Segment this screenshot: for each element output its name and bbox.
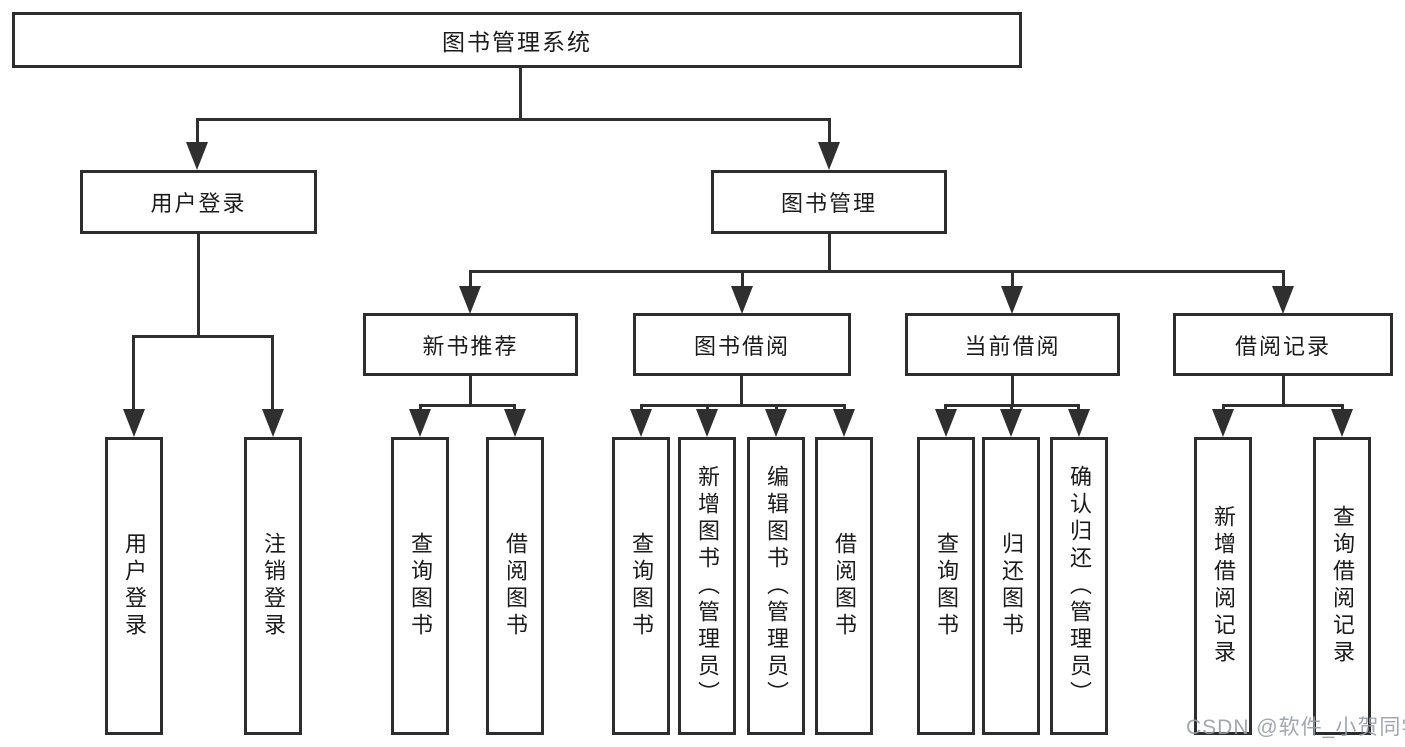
connector-vline [1010,404,1013,412]
leaf-label: 确认归还（管理员） [1067,464,1092,708]
connector-hline [640,404,845,407]
node-label: 当前借阅 [964,333,1061,359]
connector-vline [469,270,472,290]
leaf-query-books-1: 查询图书 [391,437,449,735]
connector-vline [1282,375,1285,406]
arrow-down-icon [696,409,718,437]
node-label: 图书借阅 [693,333,790,359]
leaf-label: 编辑图书（管理员） [764,464,789,708]
leaf-add-books-admin: 新增图书（管理员） [678,437,736,735]
arrow-down-icon [409,409,431,437]
leaf-label: 借阅图书 [503,532,528,640]
connector-vline [1341,404,1344,412]
leaf-label: 查询图书 [408,532,433,640]
node-current-borrowing: 当前借阅 [905,313,1120,376]
arrow-down-icon [731,286,753,314]
connector-vline [1011,270,1014,290]
arrow-down-icon [935,409,957,437]
connector-vline [271,335,274,410]
connector-hline [132,335,274,338]
arrow-down-icon [765,409,787,437]
connector-vline [513,404,516,412]
arrow-down-icon [459,286,481,314]
connector-vline [640,404,643,412]
arrow-down-icon [1000,409,1022,437]
connector-hline [1222,404,1343,407]
arrow-down-icon [818,142,840,170]
leaf-query-borrow-record: 查询借阅记录 [1313,437,1371,735]
leaf-query-books-2: 查询图书 [612,437,670,735]
arrow-down-icon [123,409,145,437]
leaf-label: 归还图书 [999,532,1024,640]
node-book-management: 图书管理 [711,170,947,234]
arrow-down-icon [1272,286,1294,314]
leaf-add-borrow-record: 新增借阅记录 [1194,437,1252,735]
node-new-book-recommend: 新书推荐 [363,313,578,376]
connector-vline [469,375,472,406]
connector-vline [828,118,831,146]
leaf-query-books-3: 查询图书 [917,437,975,735]
connector-vline [706,404,709,412]
connector-vline [740,375,743,406]
leaf-return-books: 归还图书 [982,437,1040,735]
node-label: 用户登录 [150,191,247,216]
arrow-down-icon [1331,409,1353,437]
leaf-label: 新增借阅记录 [1211,505,1236,667]
watermark: CSDN @软件_小贺同学 [1186,716,1405,739]
node-user-login: 用户登录 [80,170,317,234]
connector-vline [843,404,846,412]
leaf-label: 注销登录 [261,532,286,640]
leaf-logout: 注销登录 [244,437,302,735]
leaf-label: 用户登录 [122,532,147,640]
arrow-down-icon [630,409,652,437]
connector-vline [197,233,200,337]
leaf-label: 查询图书 [629,532,654,640]
node-root: 图书管理系统 [12,12,1022,68]
connector-vline [519,67,522,119]
node-borrow-records: 借阅记录 [1173,313,1393,376]
leaf-user-login: 用户登录 [105,437,163,735]
node-label: 借阅记录 [1234,333,1331,359]
connector-hline [419,404,516,407]
arrow-down-icon [1212,409,1234,437]
connector-vline [132,335,135,410]
leaf-edit-books-admin: 编辑图书（管理员） [747,437,805,735]
connector-vline [944,404,947,412]
connector-vline [1222,404,1225,412]
connector-vline [1077,404,1080,412]
node-label: 新书推荐 [422,333,519,359]
connector-vline [1011,375,1014,406]
leaf-borrow-books-1: 借阅图书 [486,437,544,735]
arrow-down-icon [186,142,208,170]
leaf-confirm-return-admin: 确认归还（管理员） [1050,437,1108,735]
connector-vline [196,118,199,146]
leaf-label: 新增图书（管理员） [695,464,720,708]
connector-hline [196,118,831,121]
node-root-label: 图书管理系统 [442,29,592,55]
connector-vline [775,404,778,412]
connector-vline [828,233,831,272]
arrow-down-icon [833,409,855,437]
leaf-label: 借阅图书 [832,532,857,640]
node-label: 图书管理 [780,191,877,216]
connector-vline [419,404,422,412]
arrow-down-icon [1068,409,1090,437]
connector-vline [1282,270,1285,290]
leaf-label: 查询图书 [934,532,959,640]
arrow-down-icon [504,409,526,437]
arrow-down-icon [262,409,284,437]
arrow-down-icon [1001,286,1023,314]
leaf-borrow-books-2: 借阅图书 [815,437,873,735]
connector-vline [741,270,744,290]
node-book-borrowing: 图书借阅 [633,313,851,376]
connector-hline [469,270,1284,273]
leaf-label: 查询借阅记录 [1330,505,1355,667]
